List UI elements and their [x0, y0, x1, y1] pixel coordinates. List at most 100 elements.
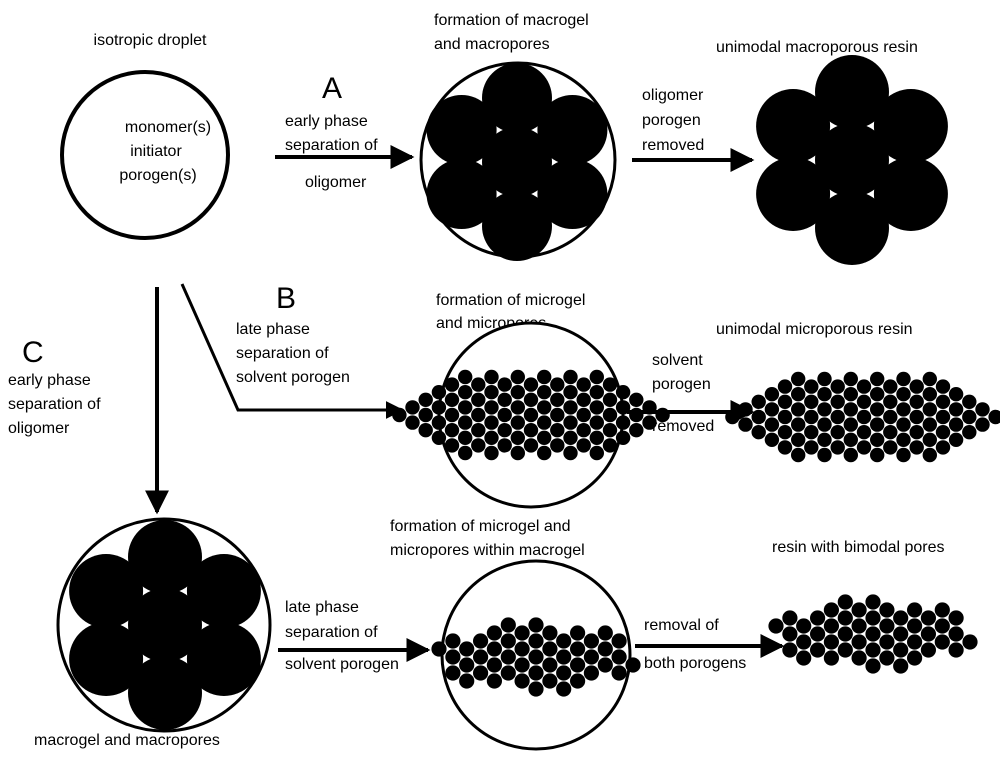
microgel-particle	[777, 409, 793, 425]
macrogel-globule	[815, 191, 889, 265]
microgel-particle	[782, 642, 798, 658]
microgel-particle	[589, 430, 604, 445]
microgel-particle	[471, 377, 486, 392]
unimodal-microporous-resin	[725, 371, 1000, 463]
microgel-particle	[500, 649, 516, 665]
microgel-particle	[597, 641, 613, 657]
microgel-particle	[870, 447, 885, 463]
microgel-particle	[500, 617, 516, 633]
microgel-particle	[830, 394, 845, 409]
macrogel-globule	[69, 554, 144, 628]
macrogel-droplet	[419, 61, 617, 261]
microgel-particle	[865, 626, 881, 642]
microgel-particle	[948, 642, 964, 658]
microgel-particle	[856, 394, 872, 409]
microgel-particle	[550, 392, 565, 407]
microgel-particle	[948, 610, 964, 626]
microgel-particle	[523, 392, 539, 407]
microgel-particle	[975, 417, 990, 432]
microgel-particle	[444, 407, 460, 423]
microgel-particle	[484, 400, 499, 415]
microgel-particle	[514, 625, 530, 641]
microgel-particle	[856, 440, 872, 455]
microgel-particle	[725, 409, 740, 425]
microgel-particle	[796, 634, 812, 650]
microgel-particle	[883, 440, 898, 455]
microgel-particle	[523, 438, 539, 453]
microgel-particle	[514, 657, 530, 673]
unimodal-microporous-title: unimodal microporous resin	[716, 321, 913, 338]
microgel-particle	[570, 657, 586, 673]
microgel-particle	[823, 634, 840, 650]
microgel-particle	[804, 394, 819, 409]
microgel-particle	[935, 394, 951, 409]
microgel-particle	[896, 371, 911, 387]
arrow-b1-text-2: separation of	[236, 345, 329, 362]
microgel-particle	[615, 400, 631, 415]
microgel-particle	[471, 392, 486, 407]
microgel-particle	[804, 379, 819, 394]
microgel-particle	[865, 642, 881, 658]
microgel-particle	[542, 641, 558, 657]
arrow-c2-text-1: late phase	[285, 599, 359, 616]
arrow-a2-text-1: oligomer	[642, 87, 704, 104]
microgel-particle	[570, 673, 586, 689]
microgel-particle	[537, 415, 552, 430]
microgel-particle	[837, 626, 853, 642]
microgel-particle	[510, 385, 525, 400]
microgel-particle	[922, 417, 937, 432]
microgel-particle	[934, 602, 950, 618]
microgel-particle	[865, 658, 881, 674]
microgel-particle	[570, 625, 586, 641]
microgel-particle	[528, 681, 544, 697]
microgel-particle	[907, 650, 923, 666]
microgel-particle	[883, 394, 898, 409]
microgel-particle	[879, 650, 895, 666]
microgel-title-1: formation of microgel	[436, 292, 585, 309]
microgel-particle	[542, 657, 558, 673]
microgel-particle	[611, 665, 627, 681]
microgel-particle	[837, 610, 853, 626]
arrow-c3-text-2: both porogens	[644, 655, 746, 672]
unimodal-macroporous-resin	[756, 55, 948, 265]
microgel-particle	[629, 423, 644, 438]
microgel-particle	[523, 377, 539, 392]
microgel-particle	[444, 377, 460, 392]
microgel-particle	[458, 385, 473, 400]
unimodal-macroporous-title: unimodal macroporous resin	[716, 39, 918, 56]
microgel-particle	[542, 625, 558, 641]
micro-in-macro-title-1: formation of microgel and	[390, 518, 571, 535]
macrogel-globule	[873, 89, 948, 163]
microgel-particle	[907, 634, 923, 650]
microgel-particle	[764, 387, 780, 402]
microgel-particle	[922, 371, 937, 387]
microgel-particle	[523, 423, 539, 438]
microgel-particle	[948, 417, 964, 432]
path-b-label: B	[276, 282, 296, 315]
microgel-particle	[576, 438, 591, 453]
macrogel-globule	[815, 123, 889, 197]
microgel-particle	[962, 409, 977, 425]
microgel-particle	[823, 602, 840, 618]
microgel-particle	[764, 402, 780, 417]
microgel-particle	[791, 371, 806, 387]
macrogel-droplet-c	[56, 517, 272, 733]
microgel-particle	[920, 626, 937, 642]
microgel-particle	[583, 649, 600, 665]
microgel-particle	[823, 618, 840, 634]
microgel-particle	[751, 425, 766, 440]
microgel-particle	[830, 409, 845, 425]
microgel-particle	[497, 438, 512, 453]
microgel-particle	[948, 626, 964, 642]
microgel-particle	[851, 650, 867, 666]
microgel-particle	[597, 657, 613, 673]
microgel-particle	[556, 681, 572, 697]
microgel-particle	[431, 641, 447, 657]
microgel-particle	[830, 425, 845, 440]
microgel-particle	[392, 407, 407, 423]
microgel-particle	[458, 445, 473, 461]
microgel-particle	[823, 650, 840, 666]
microgel-particle	[445, 633, 461, 649]
arrow-a1-text-2: separation of	[285, 137, 378, 154]
microgel-particle	[851, 634, 867, 650]
